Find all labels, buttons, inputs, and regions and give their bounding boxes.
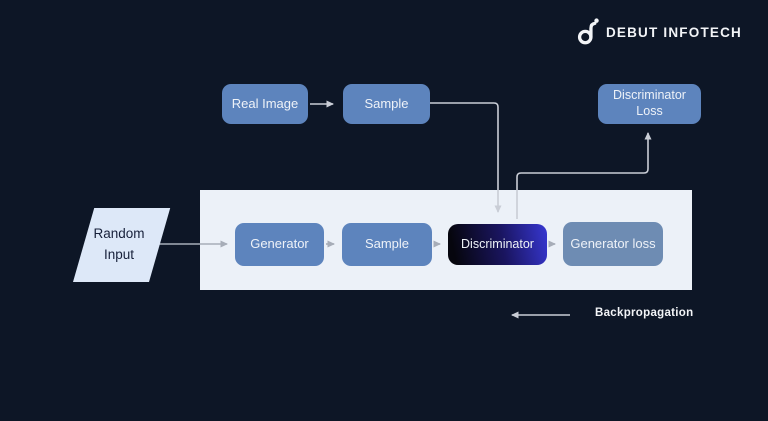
node-real-image: Real Image (222, 84, 308, 124)
debut-infotech-logo-icon (577, 18, 599, 46)
node-generator: Generator (235, 223, 324, 266)
brand-name: DEBUT INFOTECH (605, 24, 742, 40)
node-discriminator: Discriminator (448, 224, 547, 265)
node-generator-loss: Generator loss (563, 222, 663, 266)
node-sample-top: Sample (343, 84, 430, 124)
node-random-input-label: Random Input (93, 226, 145, 262)
node-discriminator-loss: Discriminator Loss (598, 84, 701, 124)
backpropagation-label: Backpropagation (595, 307, 694, 319)
node-sample-mid: Sample (342, 223, 432, 266)
brand-logo: DEBUT INFOTECH (577, 18, 742, 46)
